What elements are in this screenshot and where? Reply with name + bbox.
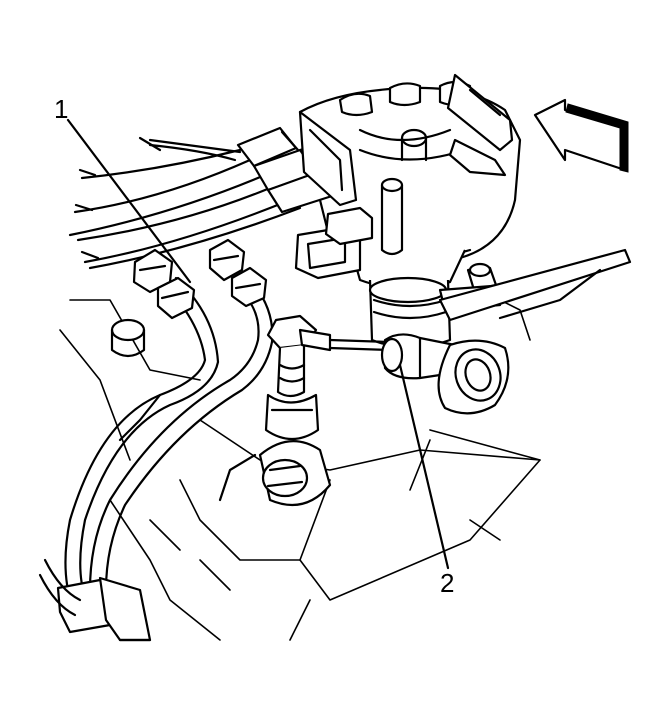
callout-leaders xyxy=(66,118,450,570)
fuel-line-fittings xyxy=(38,238,274,642)
distributor-housing xyxy=(368,248,632,349)
vacuum-hose-connector xyxy=(380,333,510,415)
callout-1-leader xyxy=(66,118,192,284)
callout-1-label: 1 xyxy=(54,94,68,124)
vacuum-tee xyxy=(218,314,392,507)
engine-block xyxy=(59,299,541,641)
callout-2-leader xyxy=(398,363,450,570)
direction-arrow-icon xyxy=(533,98,629,173)
spark-plug-wires xyxy=(68,110,358,270)
callout-2-label: 2 xyxy=(440,568,454,598)
